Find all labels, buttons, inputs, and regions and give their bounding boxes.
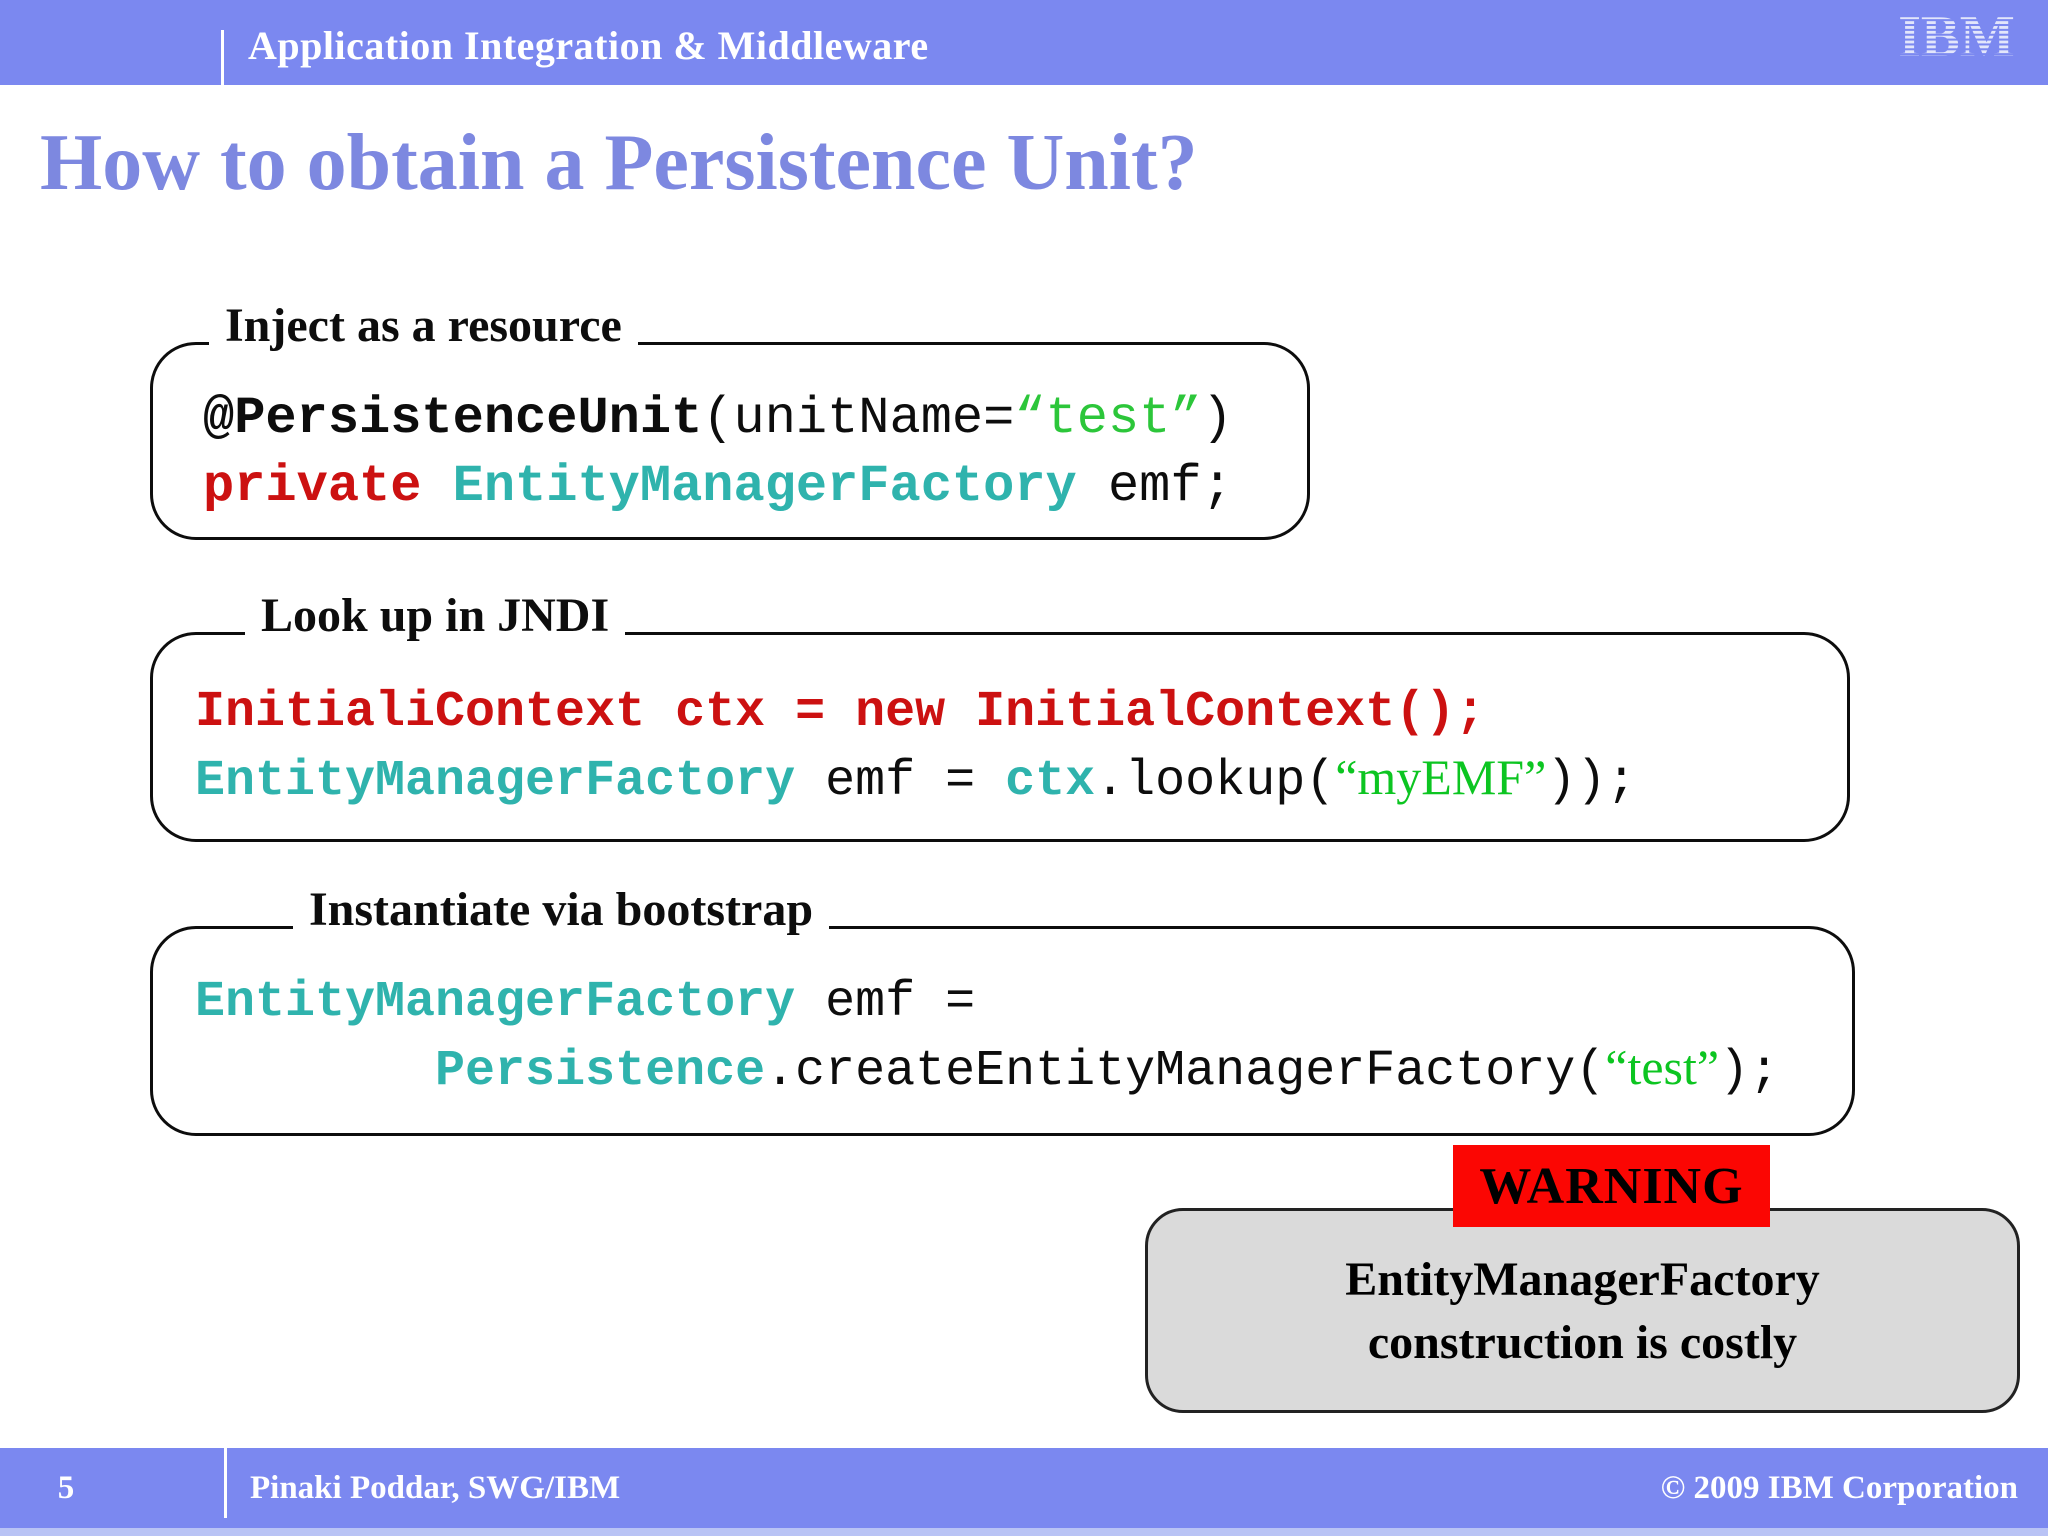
code-line: private EntityManagerFactory emf;	[203, 457, 1233, 516]
code-box-label: Inject as a resource	[209, 299, 638, 353]
footer-author: Pinaki Poddar, SWG/IBM	[250, 1470, 621, 1506]
slide-title: How to obtain a Persistence Unit?	[40, 119, 1198, 207]
page-number: 5	[57, 1470, 75, 1506]
code-line: @PersistenceUnit(unitName=“test”)	[203, 389, 1233, 448]
code-box-label: Instantiate via bootstrap	[293, 883, 830, 937]
code-box-label: Look up in JNDI	[245, 589, 626, 643]
ibm-logo: IBM	[1889, 8, 2024, 64]
code-snippet: InitialiContext ctx = new InitialContext…	[195, 681, 1847, 814]
warning-note-box: EntityManagerFactory construction is cos…	[1145, 1208, 2020, 1413]
warning-badge: WARNING	[1453, 1145, 1770, 1227]
header-divider-line	[221, 30, 224, 85]
header-section-title: Application Integration & Middleware	[248, 23, 929, 68]
header-bar: Application Integration & Middleware IBM	[0, 0, 2048, 85]
code-line: EntityManagerFactory emf =	[195, 974, 976, 1031]
code-line: EntityManagerFactory emf = ctx.lookup(“m…	[195, 749, 1637, 810]
footer-copyright: © 2009 IBM Corporation	[1660, 1470, 2018, 1506]
footer-divider-line	[224, 1444, 227, 1518]
code-line: Persistence.createEntityManagerFactory(“…	[435, 1039, 1780, 1100]
warning-note-line: construction is costly	[1367, 1315, 1798, 1369]
code-snippet: EntityManagerFactory emf = Persistence.c…	[195, 971, 1852, 1104]
warning-note-line: EntityManagerFactory	[1345, 1252, 1820, 1306]
code-snippet: @PersistenceUnit(unitName=“test”) private…	[203, 385, 1307, 521]
code-box-jndi-lookup: Look up in JNDI InitialiContext ctx = ne…	[150, 589, 1850, 842]
footer-bar: 5 Pinaki Poddar, SWG/IBM © 2009 IBM Corp…	[0, 1444, 2048, 1528]
footer-bottom-strip	[0, 1528, 2048, 1536]
code-line: InitialiContext ctx = new InitialContext…	[195, 684, 1486, 741]
code-box-inject-as-resource: Inject as a resource @PersistenceUnit(un…	[150, 299, 1310, 540]
code-box-bootstrap: Instantiate via bootstrap EntityManagerF…	[150, 883, 1855, 1136]
